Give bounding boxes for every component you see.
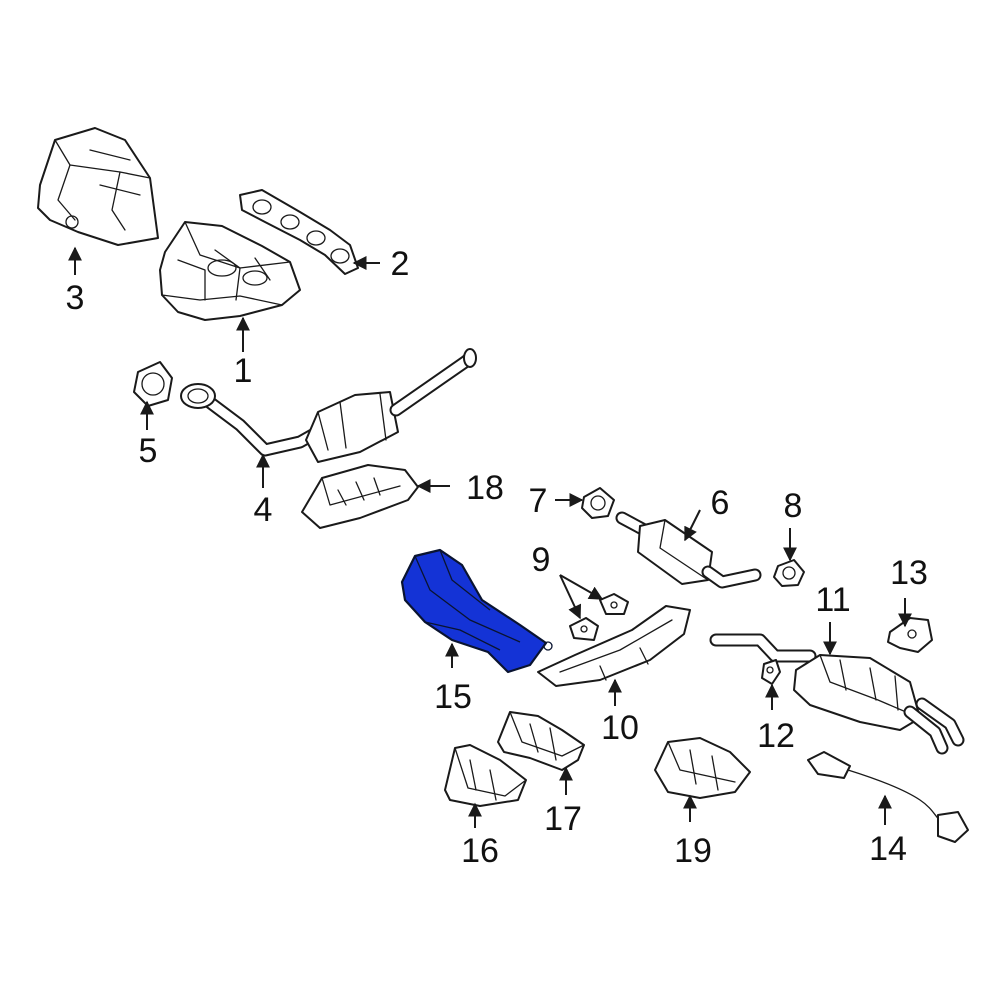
part-7-clamp[interactable] — [581, 487, 615, 519]
callout-14: 14 — [869, 830, 907, 868]
callout-15: 15 — [434, 678, 472, 716]
part-17-heat-shield[interactable] — [497, 711, 585, 771]
callout-13: 13 — [890, 554, 928, 592]
part-19-heat-shield[interactable] — [654, 737, 751, 799]
part-15-heat-shield[interactable] — [400, 548, 553, 674]
part-6-center-muffler[interactable] — [615, 511, 762, 589]
callout-7: 7 — [529, 482, 548, 520]
part-10-heat-shield[interactable] — [537, 605, 691, 687]
callout-3: 3 — [66, 279, 85, 317]
part-4-front-pipe-converter[interactable] — [180, 348, 477, 463]
part-12-hanger[interactable] — [761, 659, 781, 685]
callout-1: 1 — [234, 352, 253, 390]
callout-8: 8 — [784, 487, 803, 525]
callout-6: 6 — [711, 484, 730, 522]
callout-11: 11 — [815, 581, 850, 619]
callout-16: 16 — [461, 832, 499, 870]
leader-9b — [559, 574, 582, 620]
part-16-heat-shield[interactable] — [444, 744, 527, 807]
part-1-exhaust-manifold[interactable] — [159, 221, 301, 321]
callout-labels: 1 2 3 4 5 6 7 8 9 10 11 12 13 14 15 16 1… — [66, 245, 928, 870]
part-11-rear-muffler[interactable] — [709, 633, 965, 755]
part-9-hanger-lower[interactable] — [569, 617, 599, 641]
callout-9: 9 — [532, 541, 551, 579]
part-13-bracket[interactable] — [887, 617, 933, 653]
part-18-heat-shield[interactable] — [301, 464, 419, 529]
part-8-clamp[interactable] — [773, 559, 805, 587]
callout-19: 19 — [674, 832, 712, 870]
part-14-oxygen-sensor[interactable] — [807, 751, 969, 843]
part-5-flange-gasket[interactable] — [133, 361, 173, 407]
callout-17: 17 — [544, 800, 582, 838]
leader-6 — [684, 509, 701, 542]
leader-lines — [68, 246, 912, 828]
callout-12: 12 — [757, 717, 795, 755]
callout-10: 10 — [601, 709, 639, 747]
callout-2: 2 — [391, 245, 410, 283]
part-2-manifold-gasket[interactable] — [239, 189, 359, 275]
callout-4: 4 — [254, 491, 273, 529]
leader-9a — [559, 574, 604, 600]
part-3-heat-shield[interactable] — [37, 127, 159, 246]
callout-5: 5 — [139, 432, 158, 470]
callout-18: 18 — [466, 469, 504, 507]
part-9-hanger-upper[interactable] — [599, 593, 629, 615]
